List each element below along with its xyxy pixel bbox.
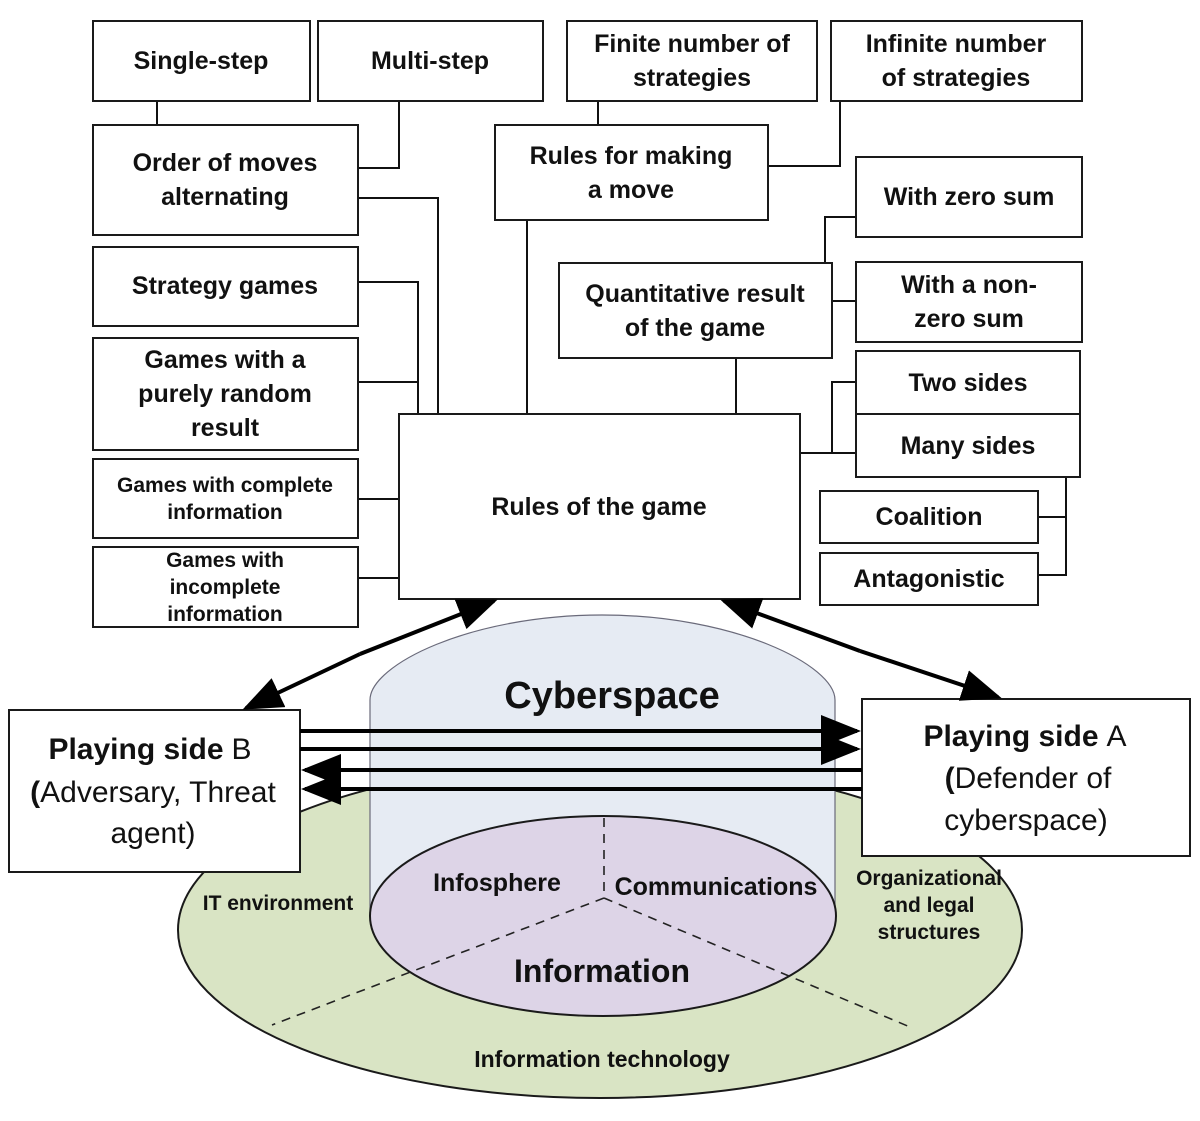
zero-sum-label: With zero sum: [884, 183, 1055, 211]
connector-infinite: [768, 101, 841, 167]
antagonistic-box: Antagonistic: [819, 552, 1039, 606]
connector-sides: [800, 381, 856, 454]
player-a-desc-line-1: (Defender of: [945, 762, 1112, 795]
player-a-title-line: Playing side A: [923, 720, 1126, 753]
player-a-desc-line-2: cyberspace): [944, 804, 1107, 837]
two-sides-box: Two sides: [855, 350, 1081, 415]
infinite-strategies-line-2: of strategies: [882, 64, 1031, 92]
multi-step-box: Multi-step: [317, 20, 544, 102]
random-result-line-3: result: [191, 414, 260, 442]
quantitative-result-line-1: Quantitative result: [585, 280, 805, 308]
org-legal-line-2: and legal: [883, 894, 974, 917]
communications-label: Communications: [615, 873, 818, 901]
cyberspace-illustration: [177, 614, 1023, 1099]
info-tech-label: Information technology: [474, 1046, 730, 1072]
many-sides-label: Many sides: [901, 432, 1036, 460]
coalition-box: Coalition: [819, 490, 1039, 544]
incomplete-info-line-2: incomplete: [170, 576, 281, 599]
player-b-desc-line-1: (Adversary, Threat: [30, 776, 276, 809]
player-a-desc-1: Defender of: [955, 762, 1112, 795]
player-b-desc-1: Adversary, Threat: [40, 776, 276, 809]
non-zero-sum-line-2: zero sum: [914, 305, 1024, 333]
order-of-moves-box: Order of moves alternating: [92, 124, 359, 236]
rules-for-move-line-1: Rules for making: [530, 142, 733, 170]
antagonistic-label: Antagonistic: [853, 565, 1004, 593]
incomplete-info-box: Games with incomplete information: [92, 546, 359, 628]
player-b-letter: B: [232, 733, 252, 766]
player-b-title-line: Playing side B: [48, 733, 251, 766]
random-result-line-2: purely random: [138, 380, 312, 408]
incomplete-info-line-1: Games with: [166, 549, 284, 572]
player-side-b-box: Playing side B (Adversary, Threat agent): [8, 709, 301, 873]
infinite-strategies-line-1: Infinite number: [866, 30, 1047, 58]
arrow-rules-to-side-a: [859, 649, 1002, 701]
connector-zero-sum: [736, 216, 856, 264]
sector-divider-left: [271, 897, 605, 1026]
right-boxes: With zero sum With a non- zero sum Quant…: [558, 156, 1083, 606]
infinite-strategies-box: Infinite number of strategies: [830, 20, 1083, 102]
arrow-side-b-to-rules: [359, 599, 498, 656]
strategy-games-label: Strategy games: [132, 272, 318, 300]
cyberspace-title: Cyberspace: [504, 675, 719, 717]
information-label: Information: [514, 953, 690, 989]
order-of-moves-line-2: alternating: [161, 183, 289, 211]
incomplete-info-line-3: information: [167, 603, 283, 626]
org-legal-line-1: Organizational: [856, 867, 1002, 890]
arrow-rules-to-side-b: [242, 652, 361, 710]
infosphere-label: Infosphere: [433, 869, 561, 897]
player-a-letter: A: [1107, 720, 1127, 753]
connector-coalition-antagonistic: [1038, 477, 1067, 576]
two-sides-label: Two sides: [908, 369, 1027, 397]
rules-for-move-line-2: a move: [588, 176, 674, 204]
strategy-games-box: Strategy games: [92, 246, 359, 327]
rules-of-game-box: Rules of the game: [398, 413, 801, 600]
non-zero-sum-line-1: With a non-: [901, 271, 1037, 299]
finite-strategies-line-2: strategies: [633, 64, 751, 92]
cyberspace-labels: Cyberspace Infosphere Communications Inf…: [203, 675, 1002, 1072]
it-environment-label: IT environment: [203, 892, 354, 915]
rules-of-game-label: Rules of the game: [491, 493, 706, 521]
connector-multi-step: [358, 101, 400, 169]
finite-strategies-line-1: Finite number of: [594, 30, 791, 58]
rules-for-move-box: Rules for making a move: [494, 124, 769, 221]
single-step-box: Single-step: [92, 20, 311, 102]
random-result-line-1: Games with a: [144, 346, 306, 374]
top-boxes: Single-step Multi-step Finite number of …: [92, 20, 1083, 102]
arrow-side-a-to-rules: [720, 598, 861, 653]
information-ellipse: [369, 815, 837, 1017]
single-step-label: Single-step: [134, 47, 269, 75]
connector-strategy-games: [358, 281, 419, 414]
quantitative-result-line-2: of the game: [625, 314, 765, 342]
coalition-label: Coalition: [876, 503, 983, 531]
player-side-a-box: Playing side A (Defender of cyberspace): [861, 698, 1191, 857]
center-boxes: Rules for making a move Rules of the gam…: [398, 124, 801, 600]
player-b-desc-line-2: agent): [110, 817, 195, 850]
quantitative-result-box: Quantitative result of the game: [558, 262, 833, 359]
many-sides-box: Many sides: [855, 413, 1081, 478]
player-b-title: Playing side: [48, 733, 223, 766]
org-legal-line-3: structures: [878, 921, 981, 944]
left-boxes: Order of moves alternating Strategy game…: [92, 124, 359, 628]
order-of-moves-line-1: Order of moves: [133, 149, 318, 177]
sector-divider-right: [603, 897, 911, 1028]
arrows: [242, 598, 1002, 805]
random-result-box: Games with a purely random result: [92, 337, 359, 451]
non-zero-sum-box: With a non- zero sum: [855, 261, 1083, 343]
complete-info-box: Games with complete information: [92, 458, 359, 539]
connector-order-moves: [358, 197, 439, 414]
multi-step-label: Multi-step: [371, 47, 489, 75]
complete-info-line-1: Games with complete: [117, 474, 333, 497]
zero-sum-box: With zero sum: [855, 156, 1083, 238]
complete-info-line-2: information: [167, 501, 283, 524]
finite-strategies-box: Finite number of strategies: [566, 20, 818, 102]
player-a-title: Playing side: [923, 720, 1098, 753]
